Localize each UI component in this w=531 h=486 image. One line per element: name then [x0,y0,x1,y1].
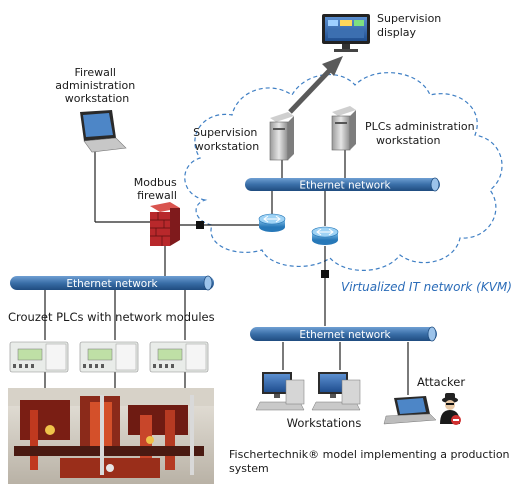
svg-text:Ethernet network: Ethernet network [299,329,391,341]
router-icon [258,213,286,232]
firewall-admin-label: Firewall administration workstation [55,66,138,105]
monitor-icon [322,14,370,52]
kvm-cloud [184,72,503,271]
svg-text:Ethernet network: Ethernet network [299,180,391,192]
supervision-ws-label: Supervision workstation [193,126,261,153]
connector-node [321,270,329,278]
desktop-pc-icon [255,372,305,411]
modbus-firewall-label: Modbus firewall [134,176,180,202]
hacker-icon [440,393,461,425]
connector-node [196,221,204,229]
ethernet-bus-bottom: Ethernet network [250,326,437,342]
workstations-label: Workstations [287,416,362,430]
svg-text:Ethernet network: Ethernet network [66,278,158,290]
plc-module-icon [9,341,69,373]
server-tower-icon [269,112,294,161]
firewall-icon [150,202,180,246]
desktop-pc-icon [311,372,361,411]
laptop-icon [80,110,127,153]
production-model-photo [8,388,214,484]
server-tower-icon [331,106,356,151]
attacker-label: Attacker [417,375,465,389]
plc-module-icon [149,341,209,373]
plcs-admin-label: PLCs administration workstation [365,120,478,147]
supervision-display-label: Supervision display [377,12,445,39]
crouzet-plcs-label: Crouzet PLCs with network modules [8,310,215,324]
router-icon [311,226,339,245]
ethernet-bus-top: Ethernet network [245,177,440,192]
links [44,148,409,395]
kvm-label: Virtualized IT network (KVM) [341,280,512,294]
ethernet-bus-left: Ethernet network [10,275,214,291]
laptop-icon [383,396,437,425]
fischertechnik-caption: Fischertechnik® model implementing a pro… [229,448,513,475]
arrow-to-display [288,56,343,114]
plc-module-icon [79,341,139,373]
